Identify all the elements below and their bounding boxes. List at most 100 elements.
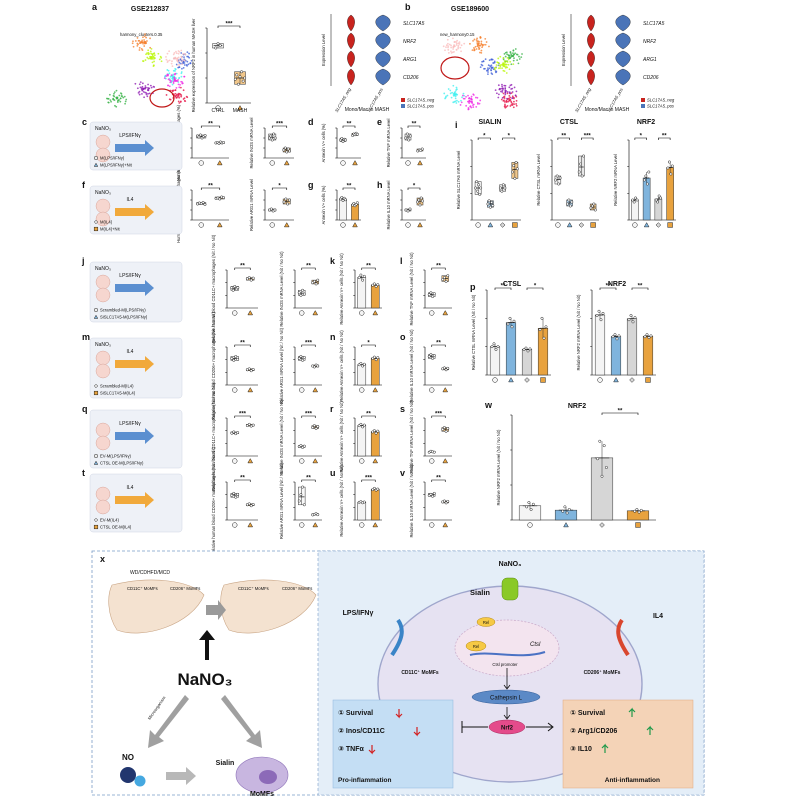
sig-label: ** xyxy=(662,133,667,139)
umap-cell xyxy=(515,90,518,93)
data-point xyxy=(637,510,641,514)
umap-cell xyxy=(479,99,482,102)
il4-receptor xyxy=(616,618,630,657)
data-point xyxy=(241,79,245,83)
sig-label: * xyxy=(278,183,281,189)
cell-icon xyxy=(95,499,111,515)
sig-label: ** xyxy=(436,263,441,269)
data-point xyxy=(237,105,243,111)
sig-bracket xyxy=(502,137,516,140)
umap-cell xyxy=(131,42,134,45)
violin-stack: Expression LevelSLC17A5NRF2ARG1CD206SLC1… xyxy=(561,14,675,113)
umap-cell xyxy=(453,101,456,103)
sig-bracket xyxy=(494,287,512,290)
umap-cell xyxy=(472,106,475,108)
data-point xyxy=(589,206,593,210)
data-point xyxy=(408,207,412,211)
umap-cell xyxy=(176,60,179,63)
umap-cell xyxy=(152,64,155,67)
umap-cell xyxy=(504,106,507,109)
umap-cell xyxy=(115,89,118,92)
umap-cell xyxy=(174,95,177,97)
y-axis-label: Relative ARG1 mRNA Level xyxy=(249,179,254,231)
umap-cell xyxy=(175,72,178,75)
umap-cell xyxy=(453,91,456,94)
umap-cell xyxy=(503,95,506,98)
data-point xyxy=(635,508,639,511)
umap-cell xyxy=(446,38,449,41)
plot-i3: Relative NRF2 mRNA Level*** xyxy=(613,133,676,228)
data-point xyxy=(299,293,303,297)
panel-letter-w: w xyxy=(484,400,493,410)
plot-m1: Relative human blood CD206+ macrophages … xyxy=(211,311,258,420)
data-point xyxy=(491,204,495,208)
umap-cell xyxy=(493,66,496,69)
axis xyxy=(264,128,294,159)
bar xyxy=(594,314,606,376)
data-point xyxy=(312,365,316,369)
axis xyxy=(471,140,521,221)
y-axis-label: Relative NRF2 mRNA Level (Nit / No Nit) xyxy=(576,294,581,370)
data-point xyxy=(647,170,651,174)
y-axis-label: Relative INOS mRNA Level (Nit / No Nit) xyxy=(279,399,284,475)
plot-e: Relative TNF mRNA Level** xyxy=(386,119,426,167)
anti-item: ② Arg1/CD206 xyxy=(570,728,617,735)
data-point xyxy=(93,517,99,523)
umap-cell xyxy=(174,92,177,95)
violin-stack: Expression LevelSLC17A5NRF2ARG1CD206SLC1… xyxy=(321,14,435,113)
data-point xyxy=(93,226,99,232)
agent-main: NaNO₃ xyxy=(177,670,232,689)
data-point xyxy=(503,186,507,190)
umap-cell xyxy=(148,92,151,95)
data-point xyxy=(283,146,287,150)
violin-xlabel: Mono/Mac in MASH xyxy=(585,107,630,113)
data-point xyxy=(645,182,649,186)
data-point xyxy=(446,499,450,503)
y-axis-label: Annexin V+ cells (%) xyxy=(321,185,326,224)
sig-label: ** xyxy=(240,340,245,346)
umap-cell xyxy=(124,100,127,103)
umap-cell xyxy=(147,92,149,95)
umap-cell xyxy=(143,39,145,41)
data-point xyxy=(432,292,436,296)
data-point xyxy=(299,458,305,464)
umap-cell xyxy=(110,100,112,103)
umap-cell xyxy=(452,37,454,40)
umap-cell xyxy=(144,33,146,36)
sig-bracket xyxy=(361,344,376,347)
umap-cell xyxy=(512,59,515,62)
umap-cell xyxy=(136,87,139,90)
umap-cell xyxy=(446,94,449,97)
data-point xyxy=(247,502,251,506)
data-point xyxy=(302,356,306,359)
data-point xyxy=(93,383,99,389)
umap-cell xyxy=(141,92,143,95)
umap-cell xyxy=(143,96,145,99)
umap-cell xyxy=(460,101,463,104)
data-point xyxy=(639,508,643,512)
umap-cell xyxy=(465,95,467,98)
group-1-label: Scrambled-M(LPS/IFNγ) xyxy=(100,308,146,313)
umap-cell xyxy=(490,66,492,68)
y-axis-label: Relative SLC17A5 mRNA Level xyxy=(456,151,461,210)
umap-cell xyxy=(452,93,455,95)
umap-cell xyxy=(501,96,504,99)
plot-j1: Relative human blood CD11C+ macrophages … xyxy=(211,234,258,343)
umap-cell xyxy=(152,58,154,60)
umap-cell xyxy=(450,51,453,54)
data-point xyxy=(343,198,347,202)
data-point xyxy=(540,316,544,320)
cd11c-label: CD11C⁺ MoMFs xyxy=(401,670,439,676)
sig-bracket xyxy=(631,287,649,290)
panel-i-title: SIALIN xyxy=(479,119,502,126)
umap-cell xyxy=(179,84,181,86)
umap-cell xyxy=(470,97,473,100)
data-point xyxy=(282,148,286,152)
data-point xyxy=(198,160,204,166)
umap-cell xyxy=(491,58,494,61)
umap-cell xyxy=(187,63,190,66)
umap-cell xyxy=(508,99,510,102)
data-point xyxy=(446,427,450,430)
umap-cell xyxy=(454,95,457,98)
data-point xyxy=(600,474,604,478)
